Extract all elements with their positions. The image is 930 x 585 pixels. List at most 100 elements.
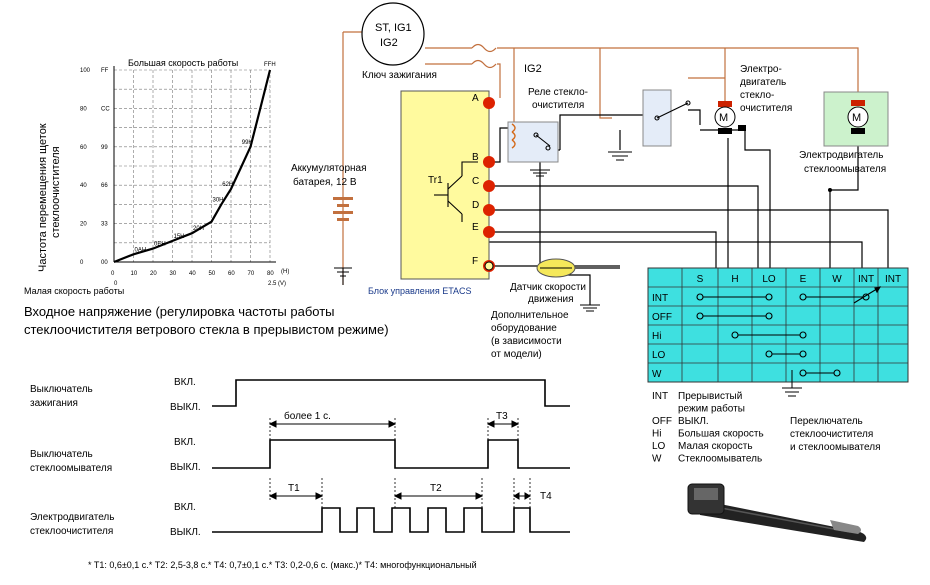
switch-terminal	[765, 312, 773, 320]
ignition-key-label: Ключ зажигания	[362, 70, 437, 81]
etacs-pin-label: E	[472, 222, 479, 233]
wiper-frequency-chart: Частота перемещения щеток стеклоочистите…	[24, 58, 289, 296]
legend-code: Hi	[652, 429, 661, 440]
switch-table-row-label: INT	[652, 293, 668, 304]
switch-table-row-label: Hi	[652, 331, 661, 342]
t2-label: T2	[430, 483, 442, 494]
chart-point-label: 20H	[193, 226, 204, 232]
battery-icon	[333, 197, 353, 285]
ig2-label: IG2	[524, 63, 542, 75]
switch-label-line3: и стеклоомывателя	[790, 442, 881, 453]
ignition-switch[interactable]	[361, 2, 425, 66]
signal1-waveform	[212, 379, 570, 407]
chart-hex-tick: 99	[101, 145, 108, 151]
signal2-on: ВКЛ.	[174, 437, 196, 448]
switch-label-line1: Переключатель	[790, 416, 863, 427]
switch-terminal	[765, 293, 773, 301]
int-variable-arrow	[874, 286, 882, 294]
legend-code: W	[652, 454, 662, 465]
signal1-label-line1: Выключатель	[30, 384, 93, 395]
chart-point-label: 0EH	[154, 242, 166, 248]
timing-footnote: * T1: 0,6±0,1 с.* T2: 2,5-3,8 с.* T4: 0,…	[88, 560, 477, 570]
etacs-pin-label: F	[472, 256, 478, 267]
signal2-off: ВЫКЛ.	[170, 462, 201, 473]
signal3-off: ВЫКЛ.	[170, 527, 201, 538]
timing-diagram: Выключатель зажигания ВКЛ. ВЫКЛ. Выключа…	[30, 377, 570, 570]
switch-table-column-header: INT	[858, 274, 874, 285]
etacs-pin-connector	[483, 97, 495, 109]
chart-y-tick: 100	[80, 68, 91, 74]
switch-terminal	[765, 350, 773, 358]
chart-point-label: 30H	[213, 197, 224, 203]
signal1-label-line2: зажигания	[30, 398, 78, 409]
extra-equipment-line4: от модели)	[491, 349, 542, 360]
signal1-on: ВКЛ.	[174, 377, 196, 388]
chart-x-tick: 80	[267, 271, 274, 277]
chart-x-tick: 20	[150, 271, 157, 277]
t3-label: T3	[496, 411, 508, 422]
legend-text: режим работы	[678, 403, 745, 415]
fuse-icon	[471, 43, 497, 69]
chart-ylabel-line2: стеклоочистителя	[50, 146, 62, 238]
switch-terminal	[799, 293, 807, 301]
wiper-motor-label-line4: очистителя	[740, 103, 792, 114]
relay-contact-icon	[533, 132, 551, 151]
ground-icon	[530, 169, 550, 177]
signal3-on: ВКЛ.	[174, 502, 196, 513]
etacs-pin-label: A	[472, 93, 479, 104]
switch-table-row-label: LO	[652, 350, 666, 361]
wiper-motor-label-line3: стекло-	[740, 90, 774, 101]
ground-icon	[782, 370, 802, 397]
extra-equipment-line2: оборудование	[491, 322, 557, 334]
extra-equipment-line1: Дополнительное	[491, 310, 569, 321]
chart-x-unit: (H)	[281, 269, 289, 275]
legend-text: ВЫКЛ.	[678, 416, 709, 427]
switch-contact-icon	[654, 100, 691, 121]
chart-x-tick: 10	[131, 271, 138, 277]
legend-text: Прерывистый	[678, 391, 742, 402]
chart-y-tick: 0	[80, 260, 84, 266]
chart-x-tick: 30	[170, 271, 177, 277]
chart-hex-tick: FF	[101, 68, 109, 74]
signal3-label-line1: Электродвигатель	[30, 512, 114, 523]
switch-table-row-label: OFF	[652, 312, 672, 323]
chart-caption-line1: Входное напряжение (регулировка частоты …	[24, 304, 335, 319]
etacs-pin-label: D	[472, 200, 479, 211]
washer-motor-label-line1: Электродвигатель	[799, 150, 883, 161]
switch-terminal	[696, 312, 704, 320]
switch-table-column-header: S	[697, 274, 704, 285]
chart-hex-tick: 66	[101, 183, 108, 189]
chart-grid	[113, 66, 276, 263]
relay-coil-icon	[511, 123, 516, 149]
switch-terminal	[799, 369, 807, 377]
etacs-control-unit	[400, 90, 490, 280]
chart-point-label: 0AH	[135, 247, 147, 253]
legend-code: OFF	[652, 416, 672, 427]
switch-terminal	[731, 331, 739, 339]
chart-hex-tick: 33	[101, 222, 108, 228]
switch-terminal	[833, 369, 841, 377]
signal2-label-line1: Выключатель	[30, 449, 93, 460]
timing-arrows	[268, 420, 531, 500]
ground-icon	[608, 151, 632, 161]
wiper-motor-label-line1: Электро-	[740, 64, 782, 75]
chart-y-tick: 80	[80, 106, 87, 112]
etacs-pin-label: C	[472, 176, 479, 187]
chart-x-tick: 0	[111, 271, 115, 277]
signal2-waveform	[212, 439, 570, 469]
etacs-pin-ground	[484, 261, 494, 271]
signal2-label-line2: стеклоомывателя	[30, 463, 112, 474]
chart-hex-tick: 00	[101, 260, 108, 266]
chart-x-tick: 40	[189, 271, 196, 277]
etacs-pin-label: B	[472, 152, 479, 163]
wiper-relay	[507, 121, 559, 163]
signal3-waveform	[212, 507, 570, 533]
wiper-motor-symbol: M	[719, 112, 728, 124]
chart-y-tick: 20	[80, 222, 87, 228]
ground-icon	[580, 304, 600, 312]
